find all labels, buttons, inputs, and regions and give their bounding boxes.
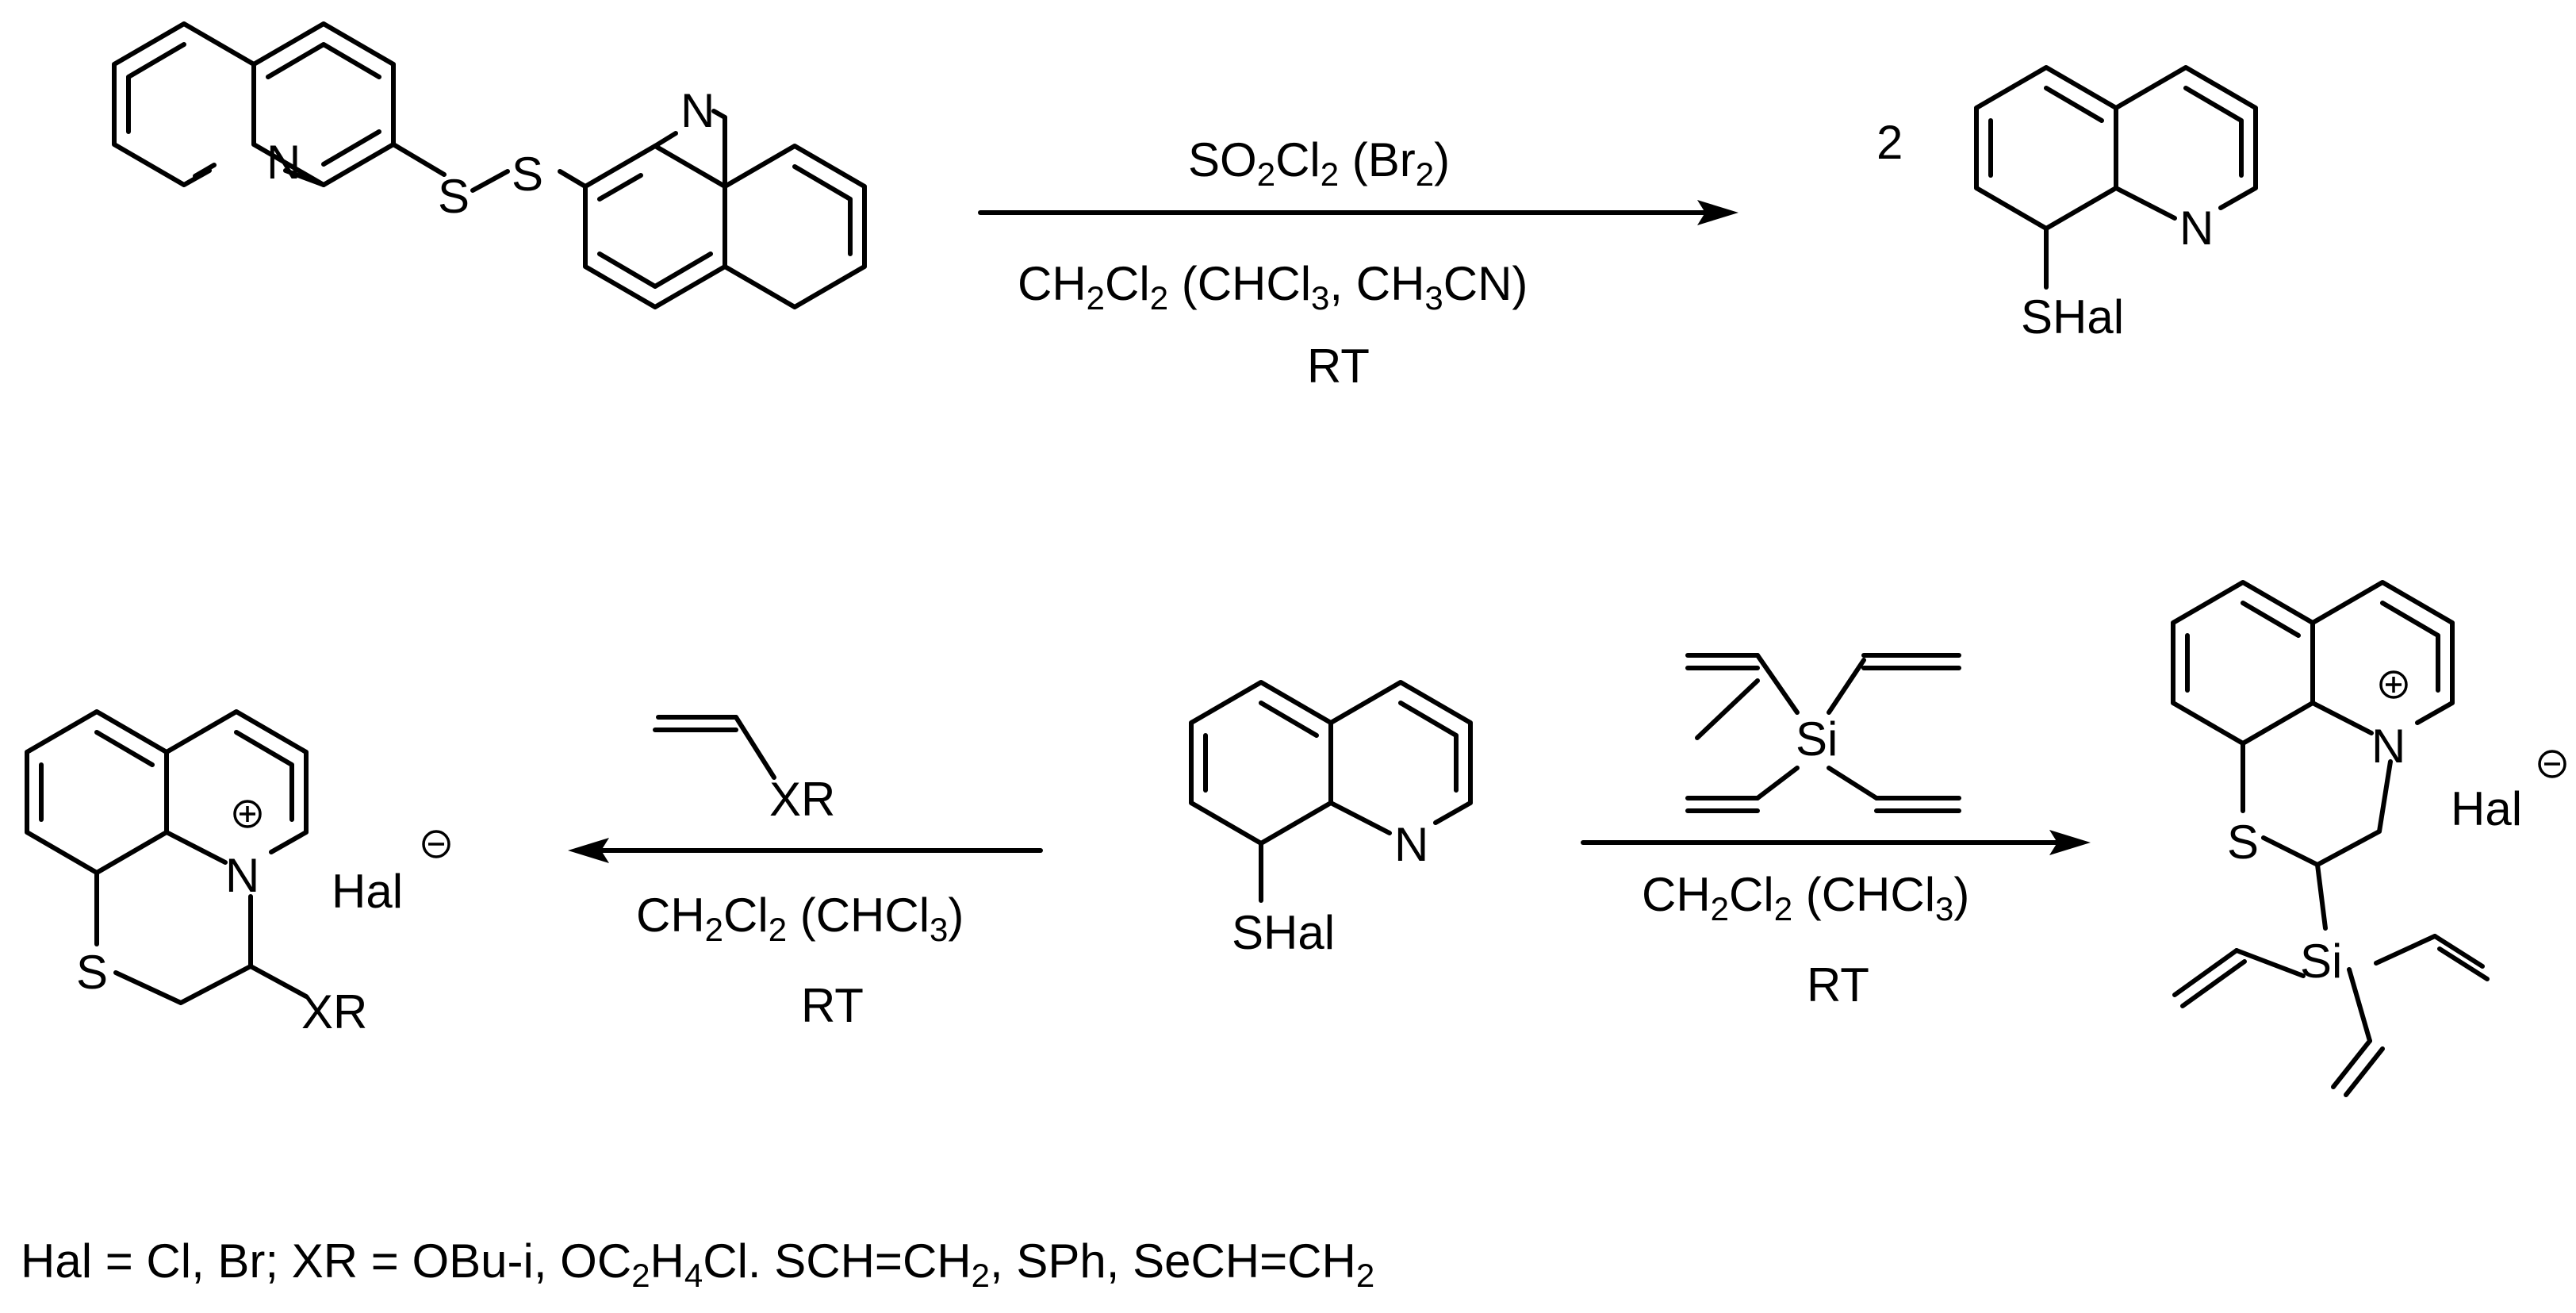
footnote-definitions: Hal = Cl, Br; XR = OBu-i, OC2H4Cl. SCH=C… [21,1234,1374,1294]
coefficient-2: 2 [1876,116,1903,169]
reaction-arrow-3: Si CH2Cl2 (CHCl3) RT [1581,653,2091,1012]
disulfide-reactant: N S S N [112,21,867,309]
solvent-label-1: CH2Cl2 (CHCl3, CH3CN) [1018,257,1528,317]
atom-s-left-product: S [76,946,108,999]
temperature-label-1: RT [1307,340,1370,393]
thiazinium-product-left: N S XR Hal [25,709,450,1038]
reaction-arrow-2: XR CH2Cl2 (CHCl3) RT [568,715,1043,1032]
atom-n-left-quinoline: N [266,136,301,189]
xr-group-left-product: XR [301,985,367,1038]
reagent-label-1: SO2Cl2 (Br2) [1188,133,1450,193]
atom-n-right-quinoline: N [680,84,715,137]
si-atom-reagent: Si [1796,712,1838,766]
sulfenyl-halide-product: 2 N SHal [1876,65,2258,344]
solvent-label-2: CH2Cl2 (CHCl3) [636,889,964,948]
sulfenyl-halide-center: N SHal [1189,680,1473,959]
vinyl-reagent-group: XR [769,773,835,826]
positive-charge-icon [233,800,262,828]
negative-charge-icon [422,830,450,858]
atom-n-plus-left: N [225,849,259,902]
atom-n-plus-right: N [2371,720,2405,773]
atom-n-center: N [1394,818,1428,871]
reaction-arrow-1: SO2Cl2 (Br2) CH2Cl2 (CHCl3, CH3CN) RT [978,133,1738,393]
solvent-label-3: CH2Cl2 (CHCl3) [1642,868,1969,927]
positive-charge-icon [2379,670,2408,699]
temperature-label-2: RT [801,979,864,1032]
halide-counterion-left: Hal [332,865,403,918]
atom-s-2: S [512,148,543,201]
negative-charge-icon [2538,750,2566,778]
temperature-label-3: RT [1807,958,1869,1012]
si-atom-product: Si [2300,935,2342,988]
atom-s-1: S [438,170,470,223]
atom-s-right-product: S [2227,816,2259,869]
thiazinium-product-right: N S Si Hal [2171,580,2566,1097]
group-shal-center: SHal [1232,906,1335,959]
halide-counterion-right: Hal [2451,782,2522,835]
atom-n-product-1: N [2179,202,2214,255]
group-shal-product: SHal [2021,290,2124,344]
